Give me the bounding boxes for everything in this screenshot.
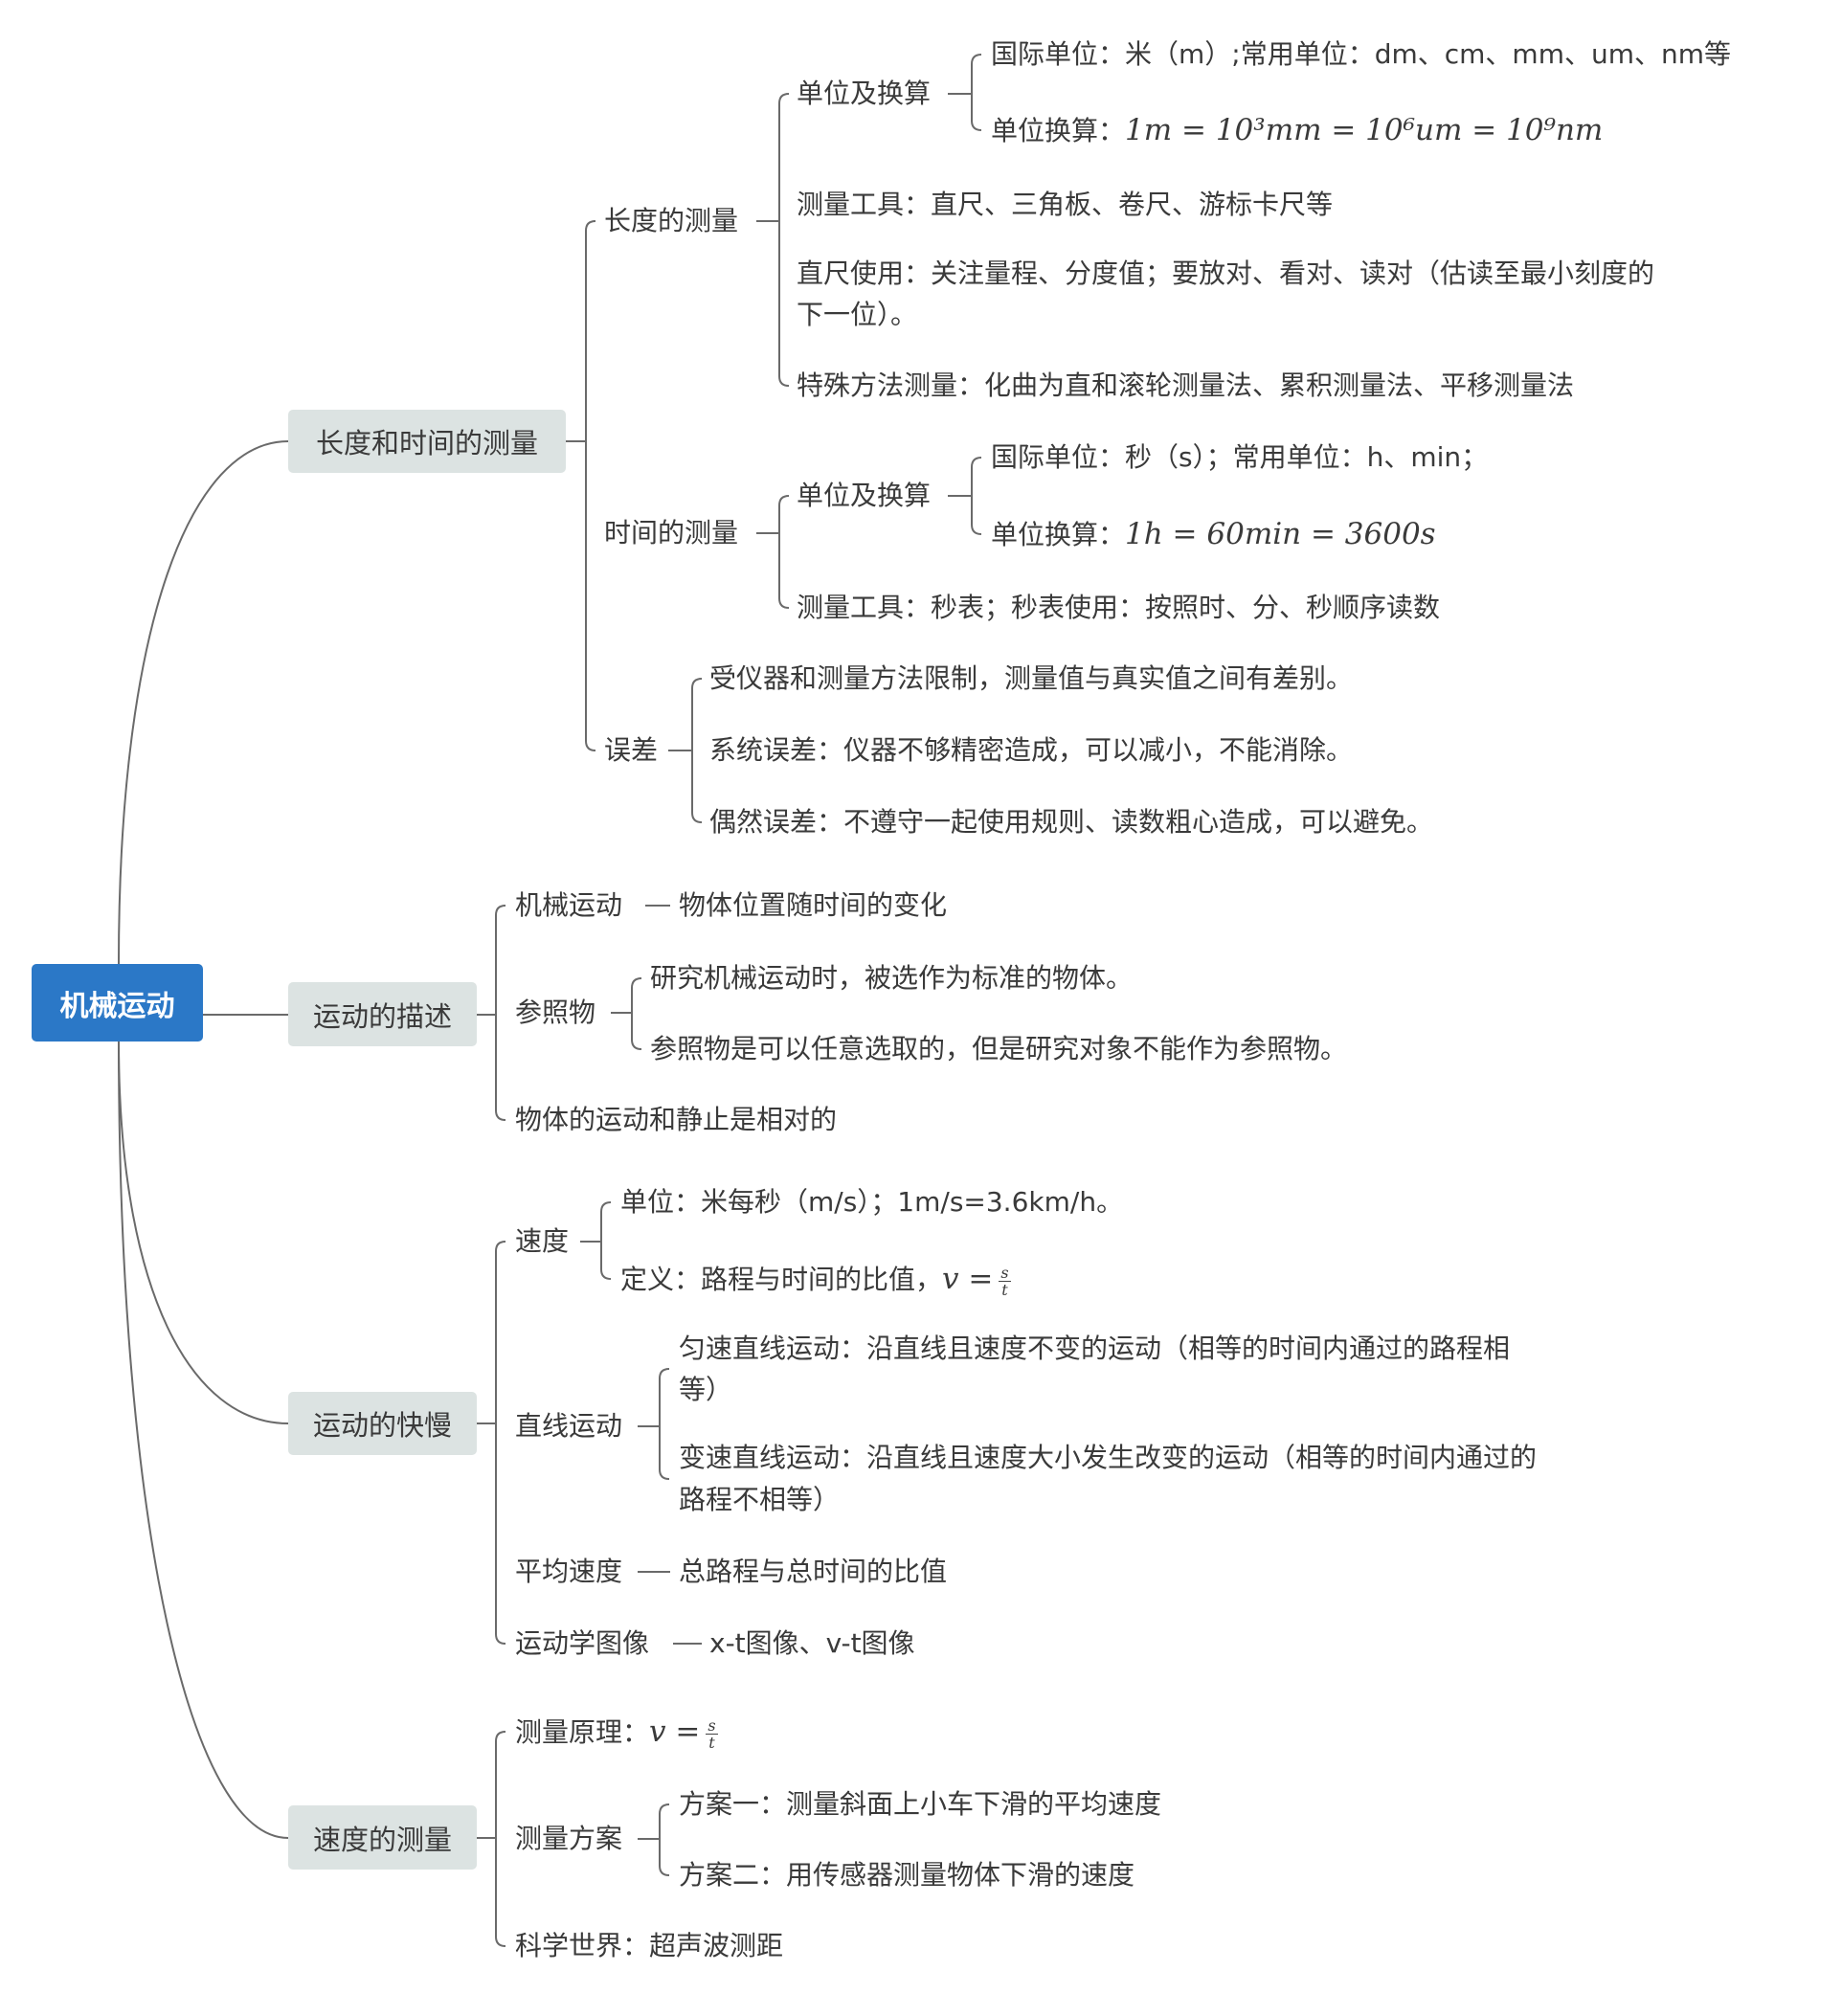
node-velocity-unit[interactable]: 单位：米每秒（m/s）；1m/s=3.6km/h。 bbox=[620, 1186, 1124, 1218]
branch-speed[interactable]: 运动的快慢 bbox=[288, 1392, 477, 1455]
node-kinematics-value[interactable]: x-t图像、v-t图像 bbox=[709, 1627, 915, 1659]
root-connector bbox=[118, 1041, 289, 1839]
node-variable-line2[interactable]: 路程不相等） bbox=[679, 1484, 841, 1515]
node-reference-item[interactable]: 研究机械运动时，被选作为标准的物体。 bbox=[650, 962, 1134, 994]
node-relative[interactable]: 物体的运动和静止是相对的 bbox=[515, 1104, 838, 1135]
node-plan-item[interactable]: 方案一：测量斜面上小车下滑的平均速度 bbox=[679, 1788, 1162, 1820]
node-uniform-line2[interactable]: 等） bbox=[679, 1374, 733, 1405]
node-uniform-line1[interactable]: 匀速直线运动：沿直线且速度不变的运动（相等的时间内通过的路程相 bbox=[679, 1333, 1511, 1364]
node-length-si[interactable]: 国际单位：米（m）;常用单位：dm、cm、mm、um、nm等 bbox=[991, 38, 1732, 70]
node-velocity[interactable]: 速度 bbox=[515, 1225, 570, 1257]
numerator: s bbox=[999, 1263, 1011, 1282]
formula-lhs: v = bbox=[649, 1714, 701, 1749]
node-length-units[interactable]: 单位及换算 bbox=[797, 78, 932, 109]
node-plan-item[interactable]: 方案二：用传感器测量物体下滑的速度 bbox=[679, 1859, 1135, 1891]
node-time[interactable]: 时间的测量 bbox=[604, 517, 739, 549]
denominator: t bbox=[1001, 1280, 1008, 1299]
principle-label: 测量原理： bbox=[515, 1716, 650, 1748]
conversion-label: 单位换算： bbox=[991, 519, 1126, 550]
node-time-conversion[interactable]: 单位换算：1h = 60min = 3600s bbox=[991, 517, 1436, 552]
denominator: t bbox=[708, 1733, 715, 1752]
node-mech-motion[interactable]: 机械运动 bbox=[515, 889, 623, 921]
node-average-speed-value[interactable]: 总路程与总时间的比值 bbox=[679, 1556, 948, 1587]
node-error-item[interactable]: 系统误差：仪器不够精密造成，可以减小，不能消除。 bbox=[709, 734, 1354, 766]
node-error[interactable]: 误差 bbox=[604, 734, 659, 766]
node-mech-motion-value[interactable]: 物体位置随时间的变化 bbox=[679, 889, 948, 921]
node-average-speed[interactable]: 平均速度 bbox=[515, 1556, 623, 1587]
branch-measure[interactable]: 速度的测量 bbox=[288, 1805, 477, 1870]
node-special-methods[interactable]: 特殊方法测量：化曲为直和滚轮测量法、累积测量法、平移测量法 bbox=[797, 370, 1575, 401]
root-node[interactable]: 机械运动 bbox=[32, 964, 203, 1042]
numerator: s bbox=[706, 1715, 718, 1735]
node-time-si[interactable]: 国际单位：秒（s）；常用单位：h、min； bbox=[991, 441, 1489, 473]
node-length-conversion[interactable]: 单位换算：1m = 10³mm = 10⁶um = 10⁹nm bbox=[991, 113, 1603, 148]
node-linear[interactable]: 直线运动 bbox=[515, 1410, 623, 1442]
node-length-tools[interactable]: 测量工具：直尺、三角板、卷尺、游标卡尺等 bbox=[797, 189, 1334, 220]
node-kinematics[interactable]: 运动学图像 bbox=[515, 1627, 650, 1659]
node-variable-line1[interactable]: 变速直线运动：沿直线且速度大小发生改变的运动（相等的时间内通过的 bbox=[679, 1442, 1538, 1473]
conversion-formula: 1h = 60min = 3600s bbox=[1125, 517, 1436, 551]
node-plans[interactable]: 测量方案 bbox=[515, 1823, 623, 1854]
conversion-formula: 1m = 10³mm = 10⁶um = 10⁹nm bbox=[1125, 113, 1604, 147]
node-ruler-use-line2[interactable]: 下一位）。 bbox=[797, 299, 918, 330]
node-reference-item[interactable]: 参照物是可以任意选取的，但是研究对象不能作为参照物。 bbox=[650, 1033, 1348, 1064]
node-error-item[interactable]: 受仪器和测量方法限制，测量值与真实值之间有差别。 bbox=[709, 662, 1354, 694]
node-ruler-use-line1[interactable]: 直尺使用：关注量程、分度值；要放对、看对、读对（估读至最小刻度的 bbox=[797, 258, 1655, 289]
node-length[interactable]: 长度的测量 bbox=[604, 205, 739, 236]
branch-length-time[interactable]: 长度和时间的测量 bbox=[288, 410, 566, 473]
node-science[interactable]: 科学世界：超声波测距 bbox=[515, 1930, 784, 1961]
node-time-units[interactable]: 单位及换算 bbox=[797, 480, 932, 511]
conversion-label: 单位换算： bbox=[991, 115, 1126, 146]
root-connector bbox=[118, 440, 289, 965]
definition-label: 定义：路程与时间的比值， bbox=[620, 1264, 943, 1295]
branch-description[interactable]: 运动的描述 bbox=[288, 982, 477, 1046]
root-connector bbox=[118, 1041, 289, 1424]
node-error-item[interactable]: 偶然误差：不遵守一起使用规则、读数粗心造成，可以避免。 bbox=[709, 806, 1434, 838]
node-time-tools[interactable]: 测量工具：秒表；秒表使用：按照时、分、秒顺序读数 bbox=[797, 592, 1441, 623]
formula-lhs: v = bbox=[942, 1262, 994, 1296]
node-reference[interactable]: 参照物 bbox=[515, 997, 596, 1028]
